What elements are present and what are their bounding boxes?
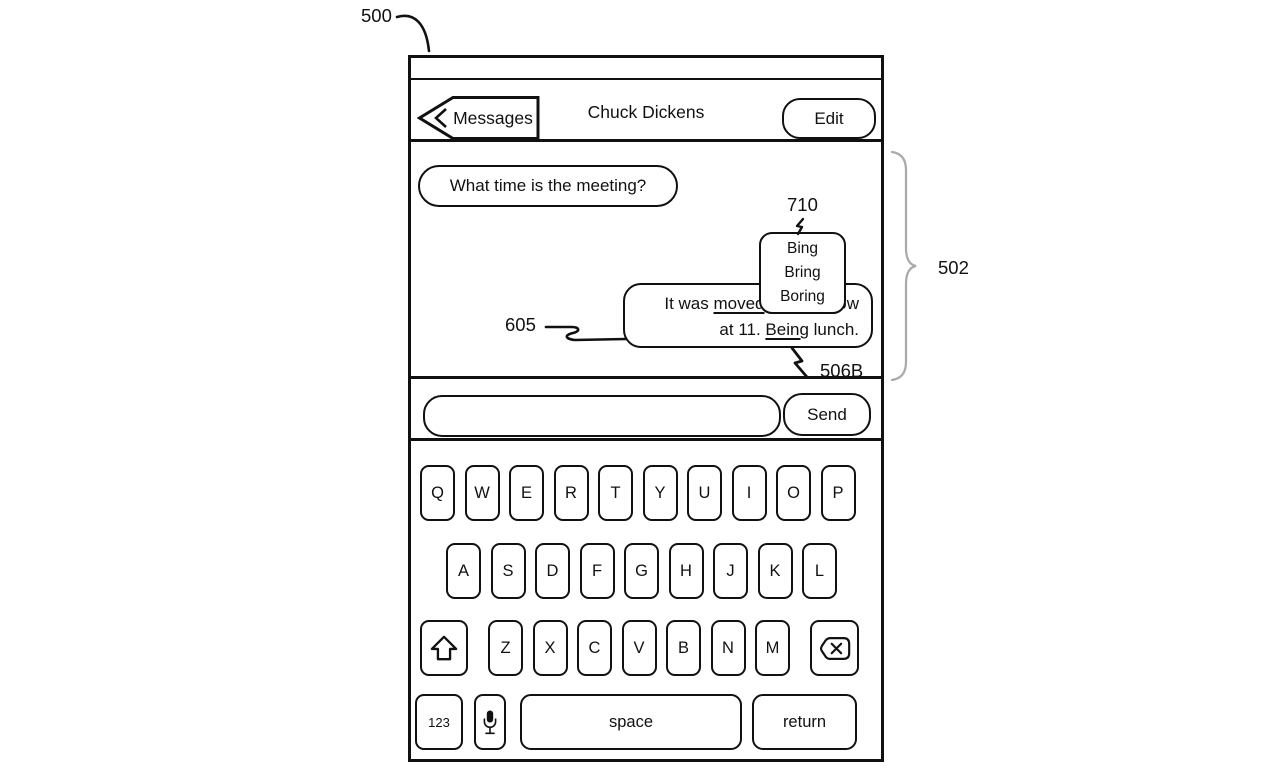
numbers-key[interactable]: 123 [415, 694, 463, 750]
message-input[interactable] [423, 395, 781, 437]
suggestion-popup: Bing Bring Boring [759, 232, 846, 314]
message-area: What time is the meeting? It was moved t… [411, 145, 881, 379]
key-e[interactable]: E [509, 465, 544, 521]
key-q[interactable]: Q [420, 465, 455, 521]
key-c[interactable]: C [577, 620, 612, 676]
phone-frame: Messages Chuck Dickens Edit What time is… [408, 55, 884, 762]
figure-ref-label: 500 [361, 5, 392, 26]
key-k[interactable]: K [757, 543, 793, 599]
key-m[interactable]: M [755, 620, 790, 676]
key-b[interactable]: B [666, 620, 701, 676]
key-p[interactable]: P [820, 465, 856, 521]
compose-bar: Send [411, 382, 881, 441]
shift-icon [430, 635, 458, 661]
send-button[interactable]: Send [783, 393, 871, 436]
space-key[interactable]: space [520, 694, 742, 750]
key-s[interactable]: S [490, 543, 526, 599]
key-a[interactable]: A [446, 543, 481, 599]
edit-button[interactable]: Edit [782, 98, 876, 139]
key-u[interactable]: U [687, 465, 722, 521]
keyboard-row-1: Q W E R T Y U I O P [420, 465, 856, 521]
return-key[interactable]: return [752, 694, 857, 750]
sent-text: It was [664, 294, 714, 313]
keyboard-row-2: A S D F G H J K L [446, 543, 837, 599]
suggestion-item[interactable]: Bing [786, 240, 819, 257]
microphone-icon [483, 710, 497, 734]
word-ref-label: 506B [820, 360, 864, 381]
messages-back-button[interactable]: Messages [417, 95, 541, 141]
nav-bar: Messages Chuck Dickens Edit [411, 82, 881, 142]
message-area-ref-label: 502 [938, 257, 969, 278]
key-n[interactable]: N [710, 620, 746, 676]
key-j[interactable]: J [713, 543, 748, 599]
key-d[interactable]: D [535, 543, 570, 599]
backspace-key[interactable] [810, 620, 859, 676]
sent-text-underlined-moved: moved [713, 294, 765, 313]
popup-ref-label: 710 [787, 194, 818, 215]
keyboard-row-3: Z X C V B N M [488, 620, 790, 676]
key-i[interactable]: I [731, 465, 767, 521]
sent-text: at 11. [719, 320, 766, 339]
dictation-key[interactable] [474, 694, 506, 750]
back-chevron-icon [434, 108, 447, 128]
key-o[interactable]: O [776, 465, 811, 521]
keyboard: Q W E R T Y U I O P A S D F G H J K L [411, 444, 881, 759]
key-y[interactable]: Y [642, 465, 678, 521]
key-h[interactable]: H [668, 543, 704, 599]
suggestion-item[interactable]: Bring [784, 264, 821, 281]
sent-text: lunch. [808, 320, 859, 339]
sent-text-underlined-being: Being [765, 320, 809, 339]
key-r[interactable]: R [553, 465, 589, 521]
back-button-label: Messages [453, 107, 533, 128]
leader-line-500 [395, 14, 431, 53]
key-v[interactable]: V [621, 620, 657, 676]
key-t[interactable]: T [598, 465, 633, 521]
key-x[interactable]: X [532, 620, 568, 676]
back-button-outline [417, 96, 540, 140]
shift-key[interactable] [420, 620, 468, 676]
key-l[interactable]: L [802, 543, 837, 599]
key-z[interactable]: Z [488, 620, 523, 676]
status-bar [411, 58, 881, 80]
sent-bubble-ref-label: 605 [505, 314, 536, 335]
curly-brace-502 [890, 150, 917, 382]
conversation-title: Chuck Dickens [587, 101, 705, 122]
key-g[interactable]: G [624, 543, 659, 599]
key-w[interactable]: W [464, 465, 500, 521]
suggestion-item[interactable]: Boring [780, 288, 825, 305]
key-f[interactable]: F [579, 543, 615, 599]
received-message-bubble: What time is the meeting? [418, 165, 678, 207]
backspace-icon [819, 636, 850, 660]
